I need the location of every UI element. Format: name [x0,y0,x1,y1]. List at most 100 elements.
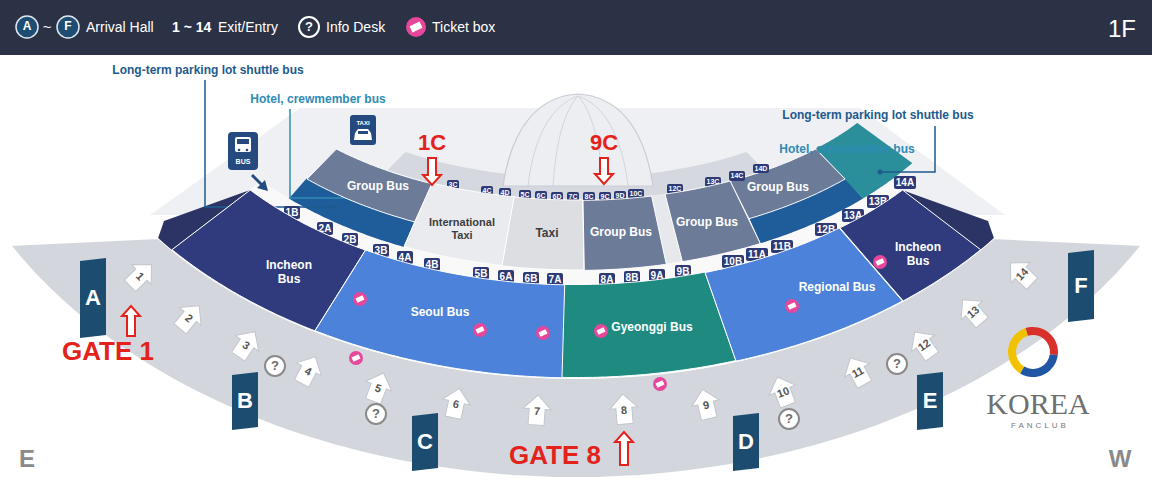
callout-arrow [615,432,633,465]
exit-arrow [360,368,397,406]
gate-letter: E [923,388,938,414]
zone-outline [562,272,736,378]
exit-arrow-shape [522,394,552,426]
zone-outline [730,149,845,219]
stop-code: 14A [896,177,914,188]
legend-sample-letter: A [23,20,32,34]
arrival-hall-gate: A [80,258,106,338]
exit-arrow-shape [360,368,397,406]
exit-arrow-shape [439,385,473,420]
exit-arrow-shape [289,350,328,389]
bus-icon [237,139,249,144]
ticket-box-symbol [349,351,363,365]
zone-outline [404,183,515,266]
logo-ring [1020,354,1058,377]
stop-marker: 14C [729,171,746,181]
stop-code: 7A [549,274,562,285]
exit-arrow [227,324,267,364]
exit-arrow [289,350,328,389]
legend-text: Info Desk [326,19,385,35]
gate-callout: GATE 1 [62,337,154,367]
ticket-box-symbol [410,22,423,33]
zone-shape [705,228,903,361]
arrival-hall-gate: C [412,413,438,471]
exit-arrow-shape [609,393,639,425]
icon-label: BUS [236,158,251,166]
legend-text: Arrival Hall [86,19,154,35]
bus-arrow [257,180,268,191]
floor-label: 1F [1108,15,1136,43]
gate-outline [733,413,759,471]
info-desk-mark: ? [893,357,901,372]
zone-label: Gyeonggi Bus [611,320,692,334]
callout-label: Long-term parking lot shuttle bus [112,64,303,78]
stop-code: 9A [651,270,664,281]
zone-label: Group Bus [590,225,652,239]
dome-rib [528,96,578,186]
exit-arrow [838,351,877,391]
info-desk-mark: ? [785,412,793,427]
zone-outline [315,250,565,378]
callout-label: Long-term parking lot shuttle bus [782,109,973,123]
ticket-box-symbol [873,255,887,269]
exit-arrow [903,324,943,365]
legend-text: Exit/Entry [218,19,278,35]
ticket-box-symbol [875,258,884,266]
exit-arrow [522,394,552,426]
watermark: KOREA [986,387,1089,422]
zone-label: Group Bus [747,180,809,194]
exit-arrow-shape [120,255,161,296]
logo-ring [1026,327,1058,355]
stop-code: 6B [525,273,538,284]
gate-letter: F [1074,273,1087,299]
ticket-box-symbol [653,377,667,391]
bus-icon [235,137,251,152]
zone-label: International Taxi [422,216,502,242]
stop-code: 8B [626,272,639,283]
ticket-box-symbol [406,17,426,37]
zone-outline [502,197,584,270]
regional-bus-zone: Regional Bus [705,228,903,361]
exit-number: 7 [534,404,541,417]
watermark: FANCLUB [1011,421,1069,430]
info-desk-symbol [265,356,285,376]
exit-arrow-shape [227,324,267,364]
group-bus-zone: Group Bus [307,149,432,222]
ticket-box-symbol [355,295,364,303]
zone-label: Taxi [535,226,558,240]
zone-label: Group Bus [676,215,738,229]
group-bus-zone: Group Bus [730,149,845,219]
arrival-hall-gate: B [232,372,258,430]
gate-outline [80,258,106,338]
logo-ring [1008,328,1028,373]
gate-outline [232,372,258,430]
legend-hall-symbol [57,16,79,38]
callout-label: Hotel, crewmember bus [250,93,385,107]
arrival-hall-gate: D [733,413,759,471]
taxi-zone: International Taxi [404,183,514,266]
compass-letter: W [1109,445,1132,473]
taxi-icon [354,129,372,140]
exit-arrow-shape [952,291,993,332]
stop-code: 6A [500,271,513,282]
exit-arrow-shape [764,372,801,410]
callout-label: Hotel, crewmember bus [779,143,914,157]
dome-rib [553,96,578,186]
callout-arrow [122,306,140,336]
gate-outline [917,372,943,430]
stop-code: 8A [601,274,614,285]
ticket-box-symbol [594,324,608,338]
taxi-icon [358,131,368,134]
info-desk-symbol [887,354,907,374]
callout-stop: 1C [418,130,446,155]
zone-label: Incheon Bus [263,258,315,287]
bus-icon [238,149,241,152]
zone-label: Seoul Bus [411,305,470,319]
header-bar [0,0,1152,55]
exit-arrow-shape [169,297,210,338]
exit-arrow-shape [1001,253,1042,294]
exit-arrow [689,386,723,422]
callout-arrow [423,158,441,185]
terminal-dome [503,94,653,186]
ticket-box-symbol [473,323,487,337]
